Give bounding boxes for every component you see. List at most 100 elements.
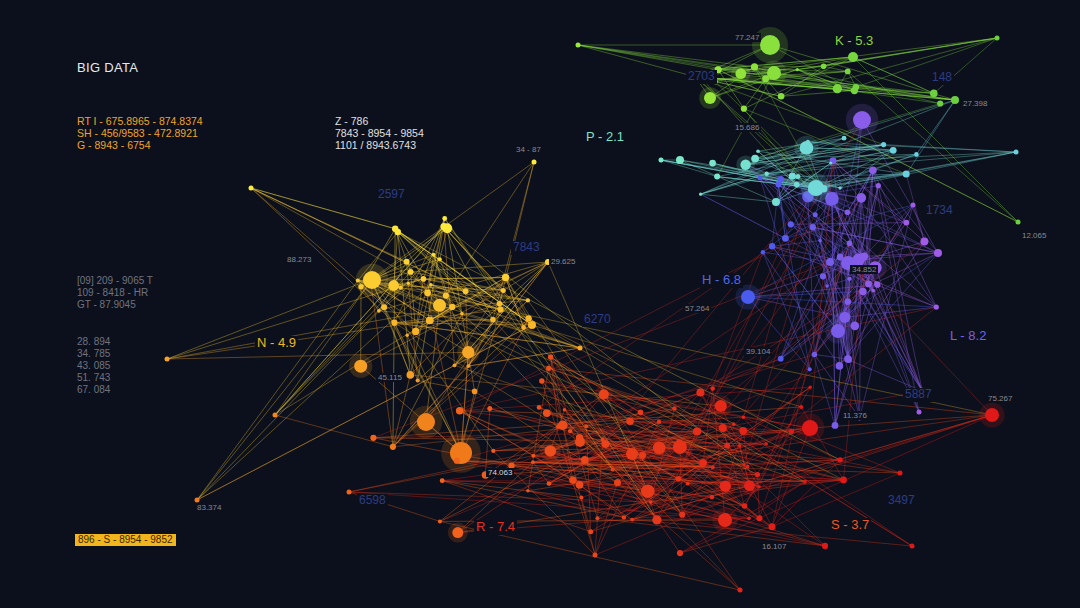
network-dot xyxy=(802,420,818,436)
network-line xyxy=(680,482,805,553)
network-dot xyxy=(756,149,760,153)
value-label: 75.267 xyxy=(986,394,1014,403)
network-dot xyxy=(354,360,367,373)
faint-number: 5887 xyxy=(903,388,934,402)
network-line xyxy=(493,415,992,451)
network-dot xyxy=(847,241,853,247)
network-line xyxy=(167,255,434,359)
network-dot xyxy=(848,277,852,281)
network-line xyxy=(275,227,444,415)
network-line xyxy=(445,219,613,470)
network-line xyxy=(468,262,548,366)
network-dot xyxy=(845,299,852,306)
network-line xyxy=(767,100,955,174)
network-dot xyxy=(742,503,748,509)
network-dot xyxy=(756,515,762,521)
network-dot xyxy=(614,479,621,486)
network-line xyxy=(393,229,395,447)
network-dot xyxy=(848,52,858,62)
network-dot xyxy=(638,410,644,416)
network-line xyxy=(755,104,940,159)
network-line xyxy=(578,45,755,67)
network-dot xyxy=(715,400,727,412)
network-dot xyxy=(659,158,664,163)
network-dot xyxy=(813,212,818,217)
network-dot xyxy=(584,424,588,428)
network-dot xyxy=(920,238,928,246)
network-dot xyxy=(273,413,278,418)
data-readout: Z - 786 xyxy=(333,115,370,127)
network-line xyxy=(746,165,907,223)
network-dot xyxy=(794,182,800,188)
cluster-label: N - 4.9 xyxy=(255,336,298,351)
node-glow xyxy=(595,385,613,403)
network-dot xyxy=(673,440,687,454)
network-dot xyxy=(391,320,397,326)
highlight-tag: 896 - S - 8954 - 9852 xyxy=(75,534,176,546)
network-dot xyxy=(406,334,409,337)
network-line xyxy=(586,359,780,427)
node-glow xyxy=(356,264,388,296)
network-dot xyxy=(466,364,470,368)
network-dot xyxy=(769,243,775,249)
network-dot xyxy=(738,588,743,593)
node-glow xyxy=(761,60,786,85)
network-dot xyxy=(569,476,576,483)
network-line xyxy=(860,198,862,418)
network-line xyxy=(776,177,798,202)
network-line xyxy=(512,466,580,485)
network-line xyxy=(807,148,894,150)
network-dot xyxy=(851,87,858,94)
network-dot xyxy=(546,366,551,371)
network-dot xyxy=(710,495,715,500)
network-dot xyxy=(704,92,716,104)
network-dot xyxy=(765,442,768,445)
network-line xyxy=(715,82,824,189)
network-line xyxy=(648,120,862,491)
network-line xyxy=(744,109,906,174)
network-line xyxy=(349,456,533,492)
network-line xyxy=(251,188,394,323)
network-line xyxy=(759,243,849,487)
data-readout: G - 8943 - 6754 xyxy=(75,139,153,151)
network-dot xyxy=(760,35,780,55)
network-line xyxy=(808,197,815,355)
cluster-label: P - 2.1 xyxy=(584,130,626,145)
network-line xyxy=(840,152,1016,188)
network-dot xyxy=(865,281,872,288)
network-line xyxy=(746,152,1016,165)
network-dot xyxy=(820,273,826,279)
network-dot xyxy=(796,68,799,71)
network-dot xyxy=(407,371,415,379)
data-readout: 34. 785 xyxy=(75,348,112,360)
network-dot xyxy=(995,36,1000,41)
network-line xyxy=(700,392,900,473)
network-line xyxy=(651,286,827,502)
network-dot xyxy=(732,422,736,426)
network-dot xyxy=(395,229,401,235)
network-dot xyxy=(521,325,526,330)
network-dot xyxy=(537,405,542,410)
node-glow xyxy=(710,395,732,417)
node-glow xyxy=(636,479,660,503)
network-line xyxy=(813,227,938,253)
network-dot xyxy=(825,284,828,287)
network-dot xyxy=(738,444,741,447)
network-line xyxy=(550,262,830,451)
faint-number: 2703 xyxy=(686,70,717,84)
network-dot xyxy=(501,288,506,293)
network-dot xyxy=(808,367,812,371)
node-glow xyxy=(794,136,818,160)
node-glow xyxy=(648,436,671,459)
node-glow xyxy=(699,87,721,109)
network-dot xyxy=(832,422,839,429)
network-dot xyxy=(545,445,557,457)
network-dot xyxy=(676,156,684,164)
network-dot xyxy=(840,477,847,484)
network-lines xyxy=(167,38,1018,590)
node-glow xyxy=(349,355,372,378)
network-line xyxy=(578,45,856,87)
network-line xyxy=(717,69,1018,222)
node-glow xyxy=(802,174,831,203)
